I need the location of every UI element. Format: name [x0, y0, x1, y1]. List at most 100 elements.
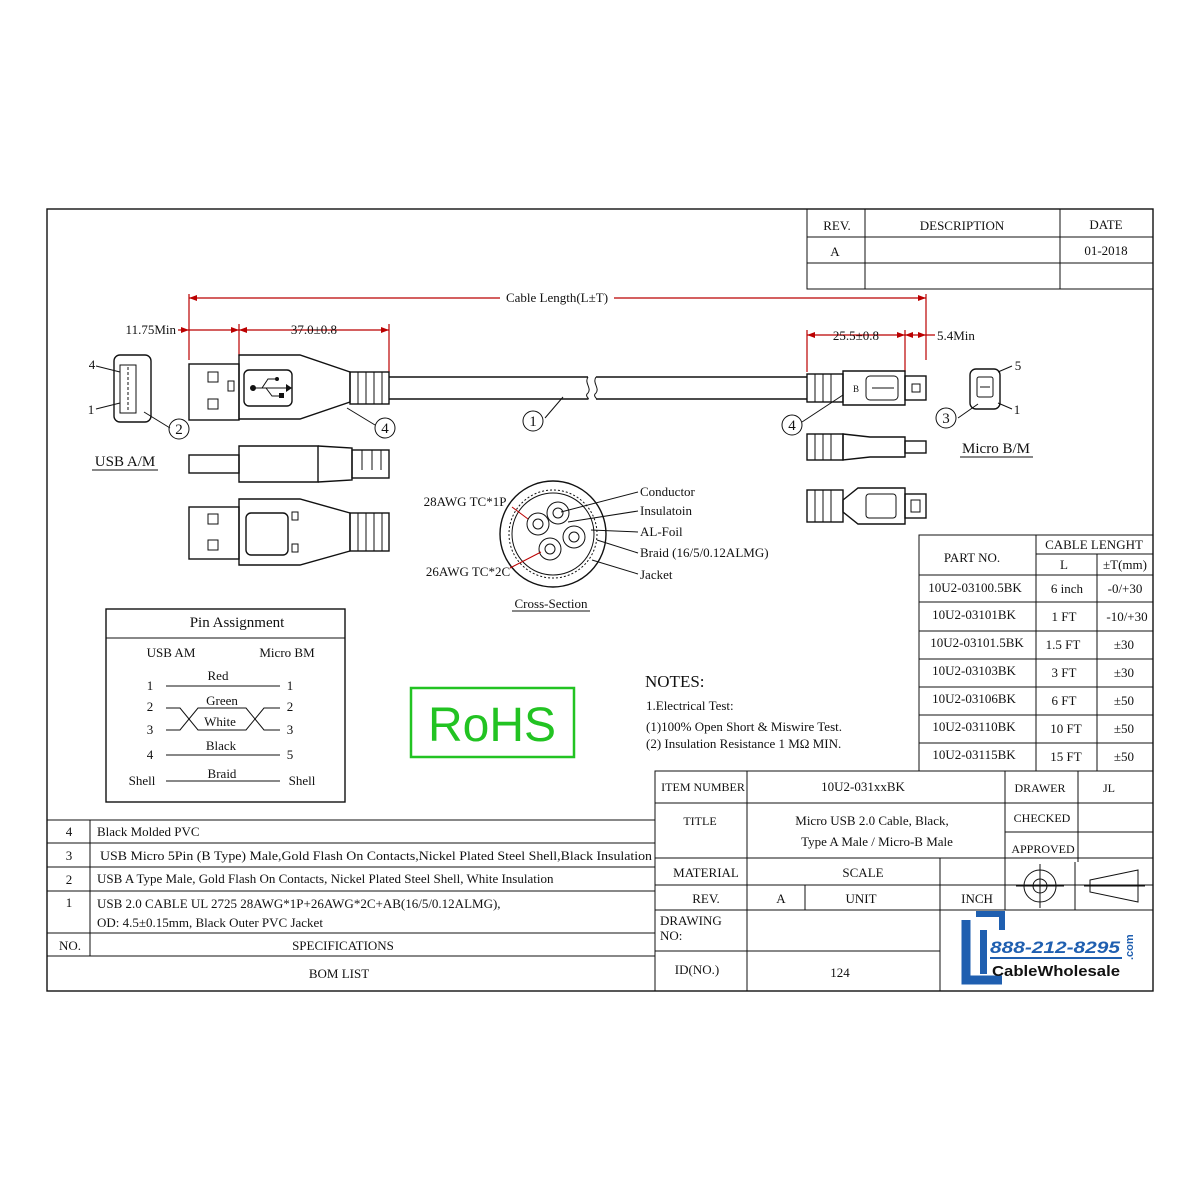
- description-header: DESCRIPTION: [920, 218, 1005, 233]
- part-row-7-t: ±50: [1114, 749, 1134, 764]
- cable-length-dim: Cable Length(L±T): [506, 290, 608, 305]
- drawer-value: JL: [1103, 781, 1115, 795]
- callout-4-a: 4: [381, 421, 389, 437]
- note-line-1: 1.Electrical Test:: [646, 698, 734, 713]
- part-row-6-l: 10 FT: [1050, 721, 1081, 736]
- dimension-lines: Cable Length(L±T) 11.75Min 37.0±0.8 25.5…: [126, 290, 975, 372]
- part-row-7-l: 15 FT: [1050, 749, 1081, 764]
- usb-a-side-view: [188, 445, 390, 483]
- micro-bm-label: Micro B/M: [962, 441, 1030, 457]
- bom-row-1-spec: USB 2.0 CABLE UL 2725 28AWG*1P+26AWG*2C+…: [97, 896, 501, 911]
- part-row-6-t: ±50: [1114, 721, 1134, 736]
- part-row-1-part: 10U2-03100.5BK: [928, 580, 1022, 595]
- title-label: TITLE: [683, 814, 716, 828]
- pin-row-shell-wire: Braid: [208, 766, 237, 781]
- unit-label: UNIT: [845, 891, 876, 906]
- micro-b-end-view: 5 1 3 Micro B/M: [935, 358, 1033, 458]
- pin-4-label: 4: [89, 357, 96, 372]
- part-number-table: PART NO. CABLE LENGHT L ±T(mm) 10U2-0310…: [918, 534, 1154, 772]
- rev-header: REV.: [823, 218, 851, 233]
- bom-row-3-spec: USB Micro 5Pin (B Type) Male,Gold Flash …: [100, 848, 653, 863]
- revision-block: REV. DESCRIPTION DATE A 01-2018: [806, 208, 1154, 290]
- b-mark: B: [853, 384, 859, 394]
- item-number-label: ITEM NUMBER: [661, 780, 745, 794]
- l-subheader: L: [1060, 557, 1068, 572]
- bom-no-header: NO.: [59, 938, 81, 953]
- callout-1: 1: [529, 414, 537, 430]
- bom-row-2-spec: USB A Type Male, Gold Flash On Contacts,…: [97, 871, 554, 886]
- title-line-1: Micro USB 2.0 Cable, Black,: [795, 813, 948, 828]
- cross-section: 28AWG TC*1P 26AWG TC*2C Conductor Insula…: [424, 480, 769, 612]
- note-line-2: (1)100% Open Short & Miswire Test.: [646, 719, 842, 734]
- rohs-label: RoHS: [428, 699, 556, 752]
- checked-label: CHECKED: [1014, 811, 1071, 825]
- pin-row-shell-left: Shell: [129, 773, 156, 788]
- cable-length-header: CABLE LENGHT: [1045, 537, 1143, 552]
- layer-braid: Braid (16/5/0.12ALMG): [640, 545, 769, 560]
- pin-row-3-left: 3: [147, 722, 154, 737]
- item-number-value: 10U2-031xxBK: [821, 779, 905, 794]
- notes-title: NOTES:: [645, 672, 705, 691]
- t-subheader: ±T(mm): [1103, 557, 1147, 572]
- title-line-2: Type A Male / Micro-B Male: [801, 834, 953, 849]
- layer-conductor: Conductor: [640, 484, 696, 499]
- rev-label: REV.: [692, 891, 720, 906]
- id-value: 124: [830, 965, 850, 980]
- part-row-5-t: ±50: [1114, 693, 1134, 708]
- usb-am-label: USB A/M: [95, 454, 155, 470]
- rohs-mark: RoHS: [409, 686, 576, 759]
- notes: NOTES: 1.Electrical Test: (1)100% Open S…: [645, 672, 842, 751]
- logo-com: .com: [1124, 934, 1136, 960]
- part-row-2-l: 1 FT: [1052, 609, 1077, 624]
- tc1p-label: 28AWG TC*1P: [424, 494, 507, 509]
- callout-3: 3: [942, 411, 950, 427]
- bom-list: 4 Black Molded PVC 3 USB Micro 5Pin (B T…: [47, 819, 655, 981]
- projection-symbol-cone-icon: [1084, 869, 1145, 903]
- projection-symbol-circle-icon: [1016, 864, 1064, 908]
- part-row-3-part: 10U2-03101.5BK: [930, 635, 1024, 650]
- part-row-5-part: 10U2-03106BK: [932, 691, 1016, 706]
- part-row-4-t: ±30: [1114, 665, 1134, 680]
- callout-2: 2: [175, 422, 183, 438]
- id-label: ID(NO.): [675, 962, 719, 977]
- part-row-4-part: 10U2-03103BK: [932, 663, 1016, 678]
- layer-insulation: Insulatoin: [640, 503, 692, 518]
- micro-b-side-view: [806, 433, 927, 461]
- pin-row-2-left: 2: [147, 699, 154, 714]
- part-row-2-t: -10/+30: [1106, 609, 1147, 624]
- bom-spec-header: SPECIFICATIONS: [292, 938, 394, 953]
- pin-row-1-right: 1: [287, 678, 294, 693]
- pin-row-4-wire: Black: [206, 738, 237, 753]
- part-row-3-t: ±30: [1114, 637, 1134, 652]
- micro-b-top-view: B 4: [781, 370, 927, 436]
- logo-phone: 888-212-8295: [990, 938, 1121, 957]
- note-line-3: (2) Insulation Resistance 1 MΩ MIN.: [646, 736, 841, 751]
- scale-label: SCALE: [842, 865, 883, 880]
- cablewholesale-logo: 888-212-8295 .com CableWholesale: [961, 911, 1136, 985]
- b-min-dim: 5.4Min: [937, 328, 975, 343]
- pin-row-4-left: 4: [147, 747, 154, 762]
- bom-row-4-no: 4: [66, 824, 73, 839]
- part-row-1-t: -0/+30: [1108, 581, 1143, 596]
- tc2c-label: 26AWG TC*2C: [426, 564, 510, 579]
- part-row-3-l: 1.5 FT: [1046, 637, 1081, 652]
- material-label: MATERIAL: [673, 865, 739, 880]
- part-row-1-l: 6 inch: [1051, 581, 1084, 596]
- layer-jacket: Jacket: [640, 567, 673, 582]
- part-row-5-l: 6 FT: [1052, 693, 1077, 708]
- bom-row-1-no: 1: [66, 895, 73, 910]
- callout-4-b: 4: [788, 418, 796, 434]
- rev-value-tb: A: [776, 891, 786, 906]
- pin-left-header: USB AM: [147, 645, 196, 660]
- layer-al-foil: AL-Foil: [640, 524, 683, 539]
- drawer-label: DRAWER: [1014, 781, 1065, 795]
- pin-assignment-box: Pin Assignment USB AM Micro BM 1 Red 1 2…: [105, 608, 346, 803]
- pin-1b-label: 1: [1014, 402, 1021, 417]
- bom-list-title: BOM LIST: [309, 966, 369, 981]
- bom-row-2-no: 2: [66, 872, 73, 887]
- date-header: DATE: [1089, 217, 1122, 232]
- pin-row-3-right: 3: [287, 722, 294, 737]
- pin-row-1-left: 1: [147, 678, 154, 693]
- pin-row-1-wire: Red: [208, 668, 229, 683]
